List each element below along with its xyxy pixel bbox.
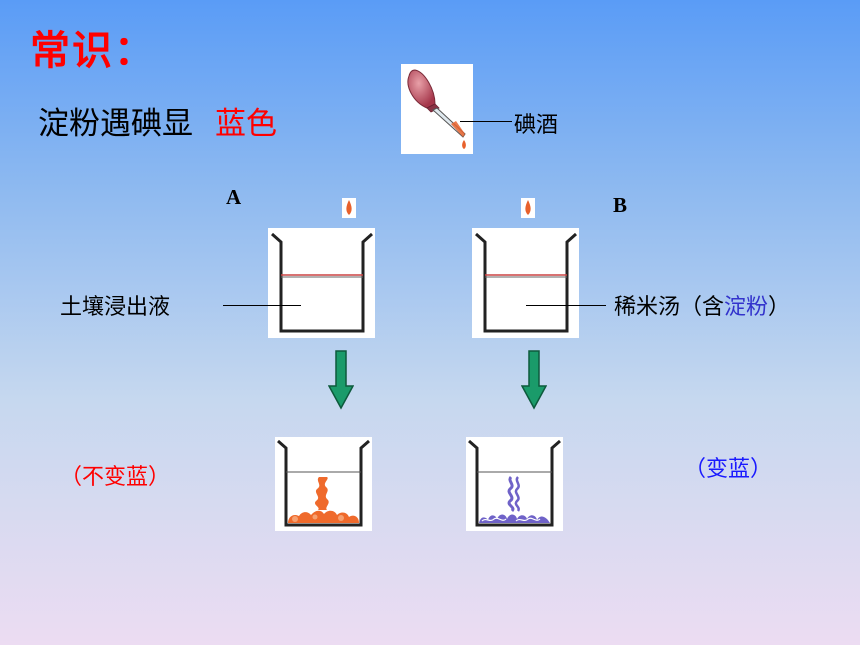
beaker-a-result-label: （不变蓝） xyxy=(60,465,171,490)
droplet-a xyxy=(342,198,356,218)
fact-highlight: 蓝色 xyxy=(215,106,277,142)
dropper-icon xyxy=(407,69,466,149)
beaker-b-result xyxy=(466,437,563,531)
beaker-b-leader-line xyxy=(526,305,606,306)
beaker-b-label-prefix: 稀米汤（含 xyxy=(614,295,725,320)
beaker-b-label-suffix: ） xyxy=(768,295,791,320)
arrow-b xyxy=(520,350,548,410)
fact-line: 淀粉遇碘显蓝色 xyxy=(38,98,277,143)
beaker-icon xyxy=(271,232,373,333)
beaker-orange-reaction-icon xyxy=(277,439,370,527)
arrow-down-icon xyxy=(327,350,355,410)
droplet-b xyxy=(521,198,535,218)
arrow-down-icon xyxy=(520,350,548,410)
beaker-a-leader-line xyxy=(223,305,301,306)
fact-prefix: 淀粉遇碘显 xyxy=(38,106,193,142)
arrow-a xyxy=(327,350,355,410)
dropper-leader-line xyxy=(460,121,512,122)
beaker-b-letter: B xyxy=(613,193,628,217)
beaker-a-top xyxy=(268,228,375,338)
slide-title: 常识： xyxy=(30,28,156,74)
beaker-blue-reaction-icon xyxy=(468,439,561,527)
dropper-picture xyxy=(401,64,473,154)
beaker-b-top xyxy=(472,228,579,338)
dropper-label: 碘酒 xyxy=(514,113,559,138)
beaker-b-label: 稀米汤（含淀粉） xyxy=(614,289,790,321)
beaker-icon xyxy=(475,232,577,333)
beaker-b-label-starch: 淀粉 xyxy=(724,295,769,320)
beaker-b-result-label: （变蓝） xyxy=(684,457,773,482)
drop-icon xyxy=(346,200,352,215)
drop-icon xyxy=(525,200,531,215)
beaker-a-letter: A xyxy=(226,185,242,209)
beaker-a-result xyxy=(275,437,372,531)
beaker-a-label: 土壤浸出液 xyxy=(60,295,171,320)
